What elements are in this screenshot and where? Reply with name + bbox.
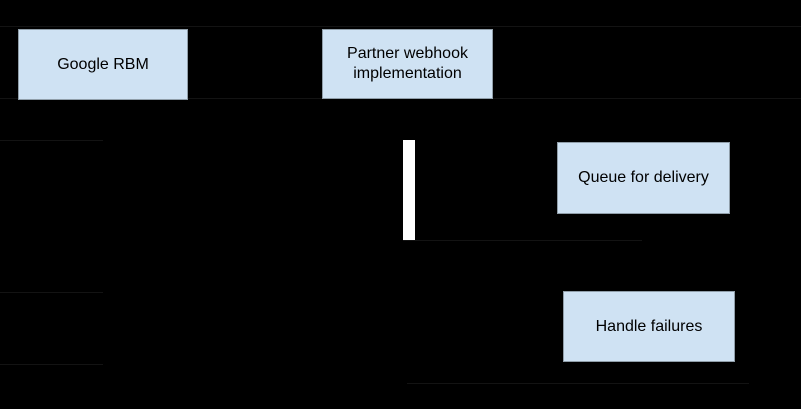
node-handle-failures: Handle failures (563, 291, 735, 362)
faint-connector-line-left-3 (0, 364, 103, 365)
node-queue-for-delivery-label: Queue for delivery (578, 169, 709, 186)
node-google-rbm-label: Google RBM (57, 55, 149, 73)
faint-connector-line-left-2 (0, 292, 103, 293)
faint-connector-line-top (0, 26, 801, 27)
faint-connector-line-left-1 (0, 140, 103, 141)
node-partner-webhook-implementation-label: Partner webhook implementation (347, 45, 468, 82)
node-partner-webhook-implementation: Partner webhook implementation (322, 29, 493, 99)
faint-connector-line-to-queue (403, 240, 642, 241)
faint-connector-line-to-failures (407, 383, 749, 384)
node-handle-failures-label: Handle failures (595, 317, 703, 335)
node-google-rbm: Google RBM (18, 29, 188, 100)
node-queue-for-delivery: Queue for delivery (557, 142, 730, 214)
activation-bar (403, 140, 415, 240)
